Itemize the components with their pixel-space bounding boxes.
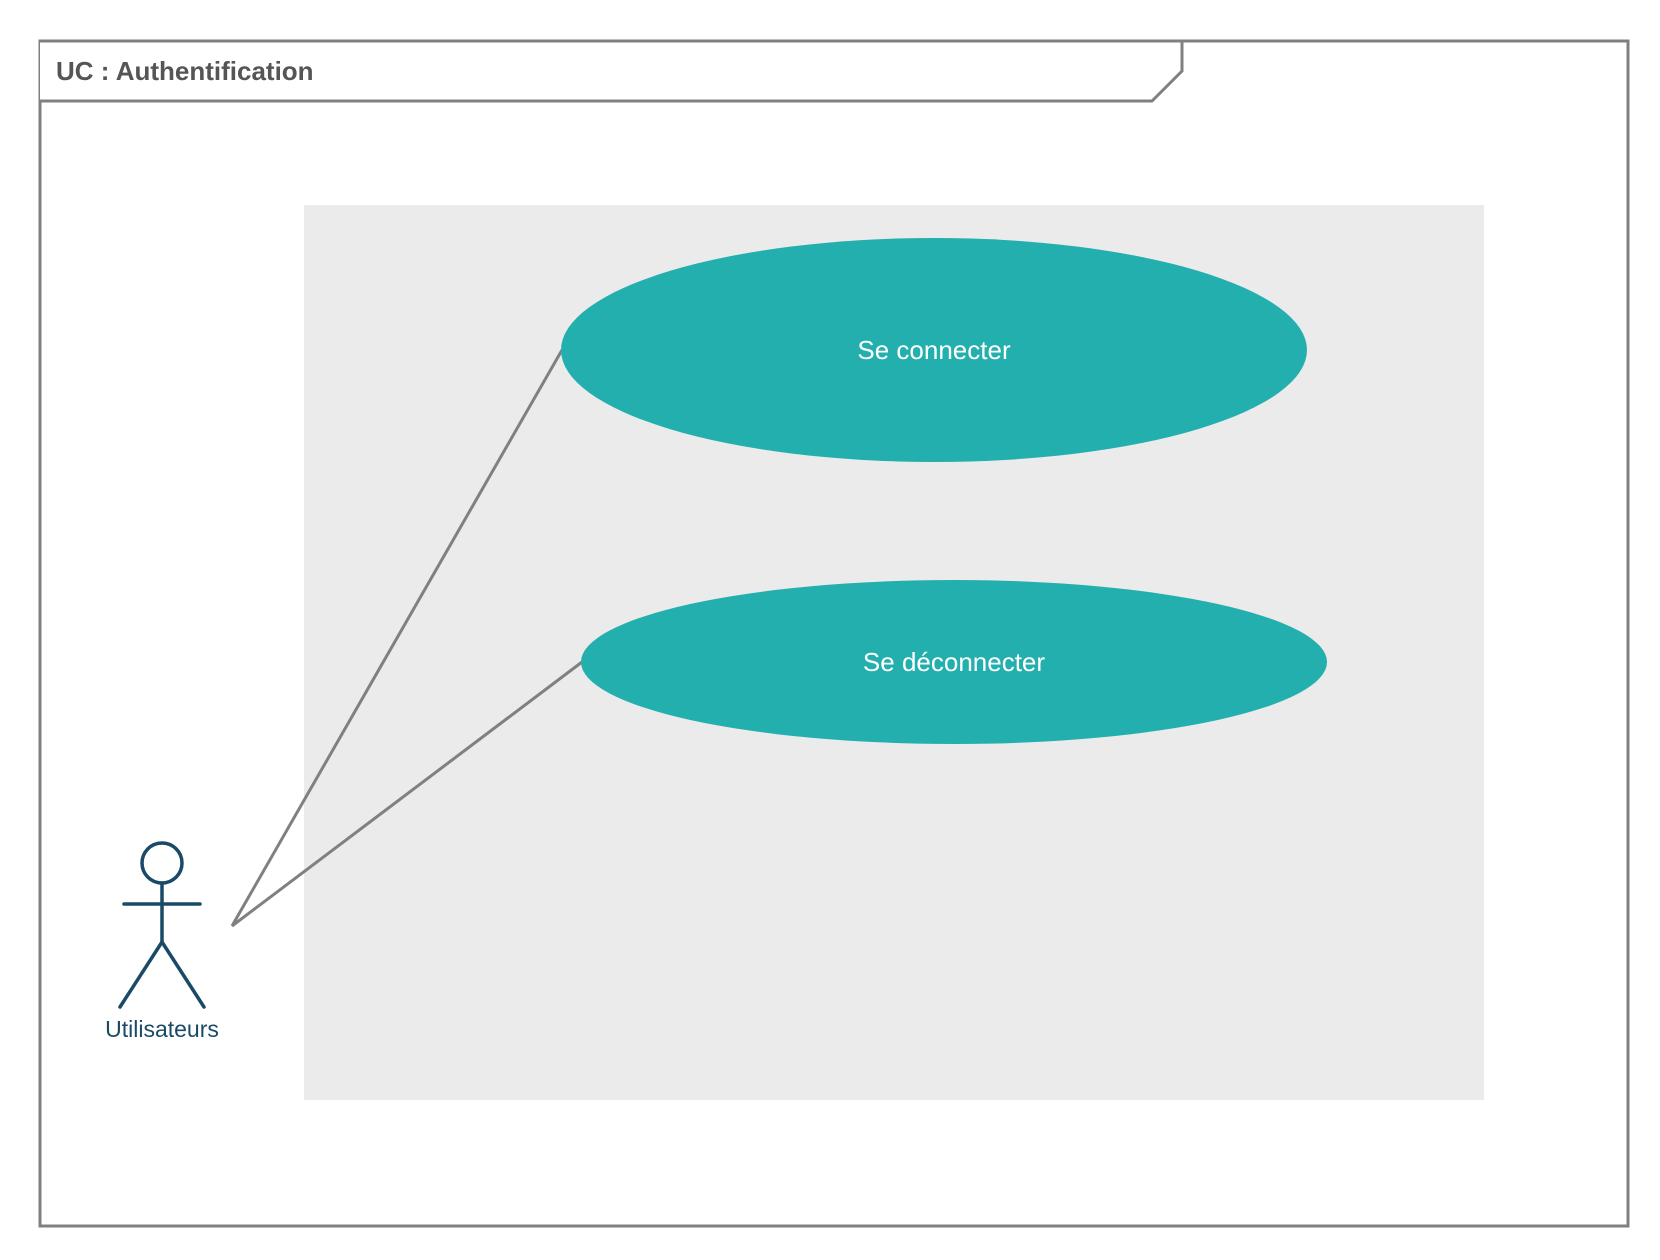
use-case-ellipse[interactable]: [581, 580, 1327, 744]
actor-utilisateurs[interactable]: [118, 841, 206, 1009]
use-case-label: Se déconnecter: [863, 647, 1045, 677]
actor-label: Utilisateurs: [105, 1016, 219, 1042]
use-case-se-deconnecter[interactable]: Se déconnecter: [581, 580, 1327, 744]
frame-title-tab: [40, 39, 1184, 103]
use-case-se-connecter[interactable]: Se connecter: [561, 238, 1307, 462]
use-case-ellipse[interactable]: [561, 238, 1307, 462]
association-line-disconnect[interactable]: [231, 660, 583, 928]
actor-right-leg: [160, 940, 206, 1009]
association-line-connect[interactable]: [230, 349, 564, 927]
frame-title: UC : Authentification: [56, 56, 314, 86]
actor-left-leg: [118, 940, 164, 1009]
use-case-label: Se connecter: [857, 335, 1011, 365]
